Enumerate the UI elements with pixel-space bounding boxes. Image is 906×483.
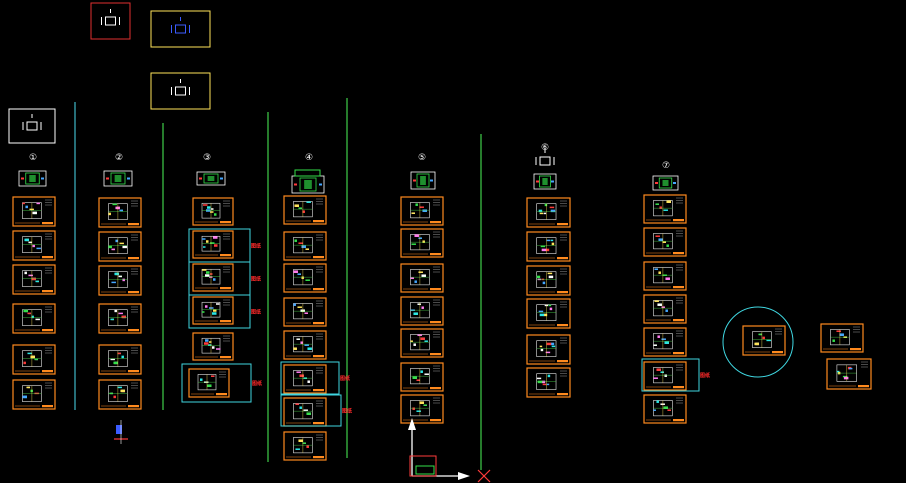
selection-tag: 图纸 [252,380,262,387]
group5-sheet-6[interactable] [400,362,444,392]
group7-sheet-2[interactable] [643,227,687,257]
group1-sheet-1[interactable] [12,196,56,227]
group3-sheet-5[interactable] [192,332,234,361]
group1-sheet-6[interactable] [12,379,56,410]
origin-x-marker [477,469,491,483]
block-symbol-group6[interactable] [532,149,558,171]
group4-sheet-2[interactable] [283,231,327,261]
group-label-3: ③ [203,153,211,163]
highlight-group3-2[interactable] [188,261,251,296]
thumb-group3[interactable] [196,171,226,186]
group4-sheet-3[interactable] [283,263,327,293]
highlight-group3-1[interactable] [188,228,251,263]
group1-sheet-5[interactable] [12,344,56,375]
group1-sheet-2[interactable] [12,230,56,261]
thumb-group5[interactable] [410,171,436,190]
selection-tag: 图纸 [251,276,261,283]
thumb-group7[interactable] [652,175,679,191]
group-label-4: ④ [305,153,313,163]
selection-tag: 图纸 [251,309,261,316]
group6-sheet-4[interactable] [526,298,571,329]
group4-sheet-1[interactable] [283,195,327,225]
group4-sheet-5[interactable] [283,330,327,360]
selection-tag: 图纸 [342,408,352,415]
group2-sheet-2[interactable] [98,231,142,262]
group7-sheet-5[interactable] [643,327,687,357]
group2-sheet-4[interactable] [98,303,142,334]
selection-tag: 图纸 [251,243,261,250]
group2-sheet-6[interactable] [98,379,142,410]
group-label-2: ② [115,153,123,163]
group-label-5: ⑤ [418,153,426,163]
group1-sheet-3[interactable] [12,264,56,295]
group5-sheet-7[interactable] [400,394,444,424]
block-symbol-blue[interactable] [150,10,211,48]
group5-sheet-3[interactable] [400,263,444,293]
circled-detail-sheet[interactable] [742,325,786,356]
group7-sheet-1[interactable] [643,194,687,224]
stair-detail-icon [114,420,128,444]
group5-sheet-2[interactable] [400,228,444,258]
group2-sheet-3[interactable] [98,265,142,296]
group-label-6: ⑥ [541,143,549,153]
group2-sheet-5[interactable] [98,344,142,375]
group6-sheet-2[interactable] [526,231,571,262]
group7-sheet-7[interactable] [643,394,687,424]
group7-sheet-3[interactable] [643,261,687,291]
group7-sheet-4[interactable] [643,294,687,324]
group4-sheet-7[interactable] [283,397,327,427]
group-label-1: ① [29,153,37,163]
group4-sheet-8[interactable] [283,431,327,461]
group3-sheet-6[interactable] [188,368,230,398]
group-label-7: ⑦ [662,161,670,171]
thumb-group2[interactable] [103,170,133,187]
highlight-group3-4[interactable] [181,363,252,403]
group1-sheet-4[interactable] [12,303,56,334]
group6-sheet-5[interactable] [526,334,571,365]
right-sheet-2[interactable] [826,358,872,390]
circled-detail[interactable] [722,306,794,378]
block-symbol-red[interactable] [90,2,131,40]
group4-sheet-4[interactable] [283,297,327,327]
group5-sheet-1[interactable] [400,196,444,226]
group5-sheet-5[interactable] [400,328,444,358]
ucs-icon [408,418,470,480]
highlight-group4-1[interactable] [280,361,340,395]
selection-tag: 图纸 [340,375,350,382]
group4-sheet-6[interactable] [283,364,327,394]
group5-sheet-4[interactable] [400,296,444,326]
group3-sheet-3[interactable] [192,263,234,292]
group3-sheet-1[interactable] [192,197,234,226]
group2-sheet-1[interactable] [98,197,142,228]
highlight-group4-2[interactable] [280,394,342,427]
group6-sheet-3[interactable] [526,265,571,296]
thumb-group6[interactable] [533,173,557,190]
group3-sheet-2[interactable] [192,230,234,259]
group3-sheet-4[interactable] [192,296,234,325]
group6-sheet-1[interactable] [526,197,571,228]
block-symbol-white[interactable] [150,72,211,110]
thumb-group4-top [294,169,321,177]
thumb-group4[interactable] [291,175,325,194]
thumb-group1[interactable] [18,170,47,187]
highlight-group3-3[interactable] [188,294,251,329]
block-symbol-group1[interactable] [8,108,56,144]
right-sheet-1[interactable] [820,323,864,353]
group7-sheet-6[interactable] [643,361,687,391]
highlight-group7-1[interactable] [641,358,700,392]
group6-sheet-6[interactable] [526,367,571,398]
selection-tag: 图纸 [700,372,710,379]
